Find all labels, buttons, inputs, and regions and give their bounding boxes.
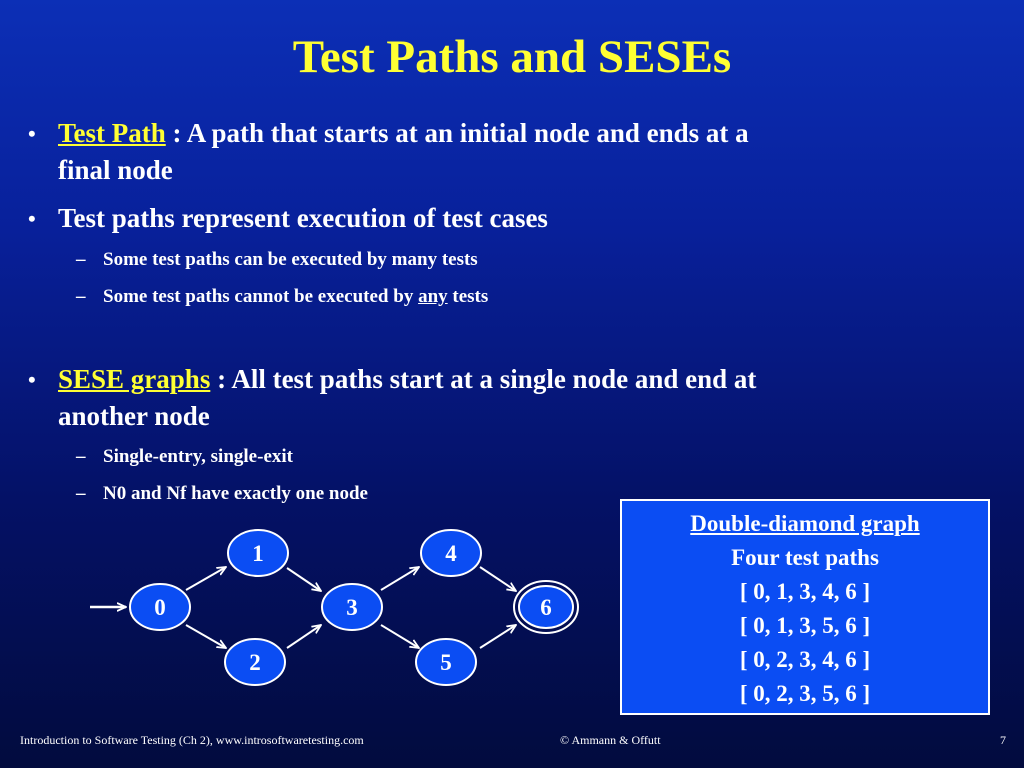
node-6: 6	[513, 580, 579, 634]
edge-0-1	[185, 567, 226, 591]
subbullet-n0-nf: – N0 and Nf have exactly one node	[76, 481, 953, 507]
footer-source: Introduction to Software Testing (Ch 2),…	[20, 733, 364, 747]
svg-text:2: 2	[249, 650, 261, 675]
edge-3-5	[380, 624, 419, 648]
test-path-item: [ 0, 2, 3, 4, 6 ]	[739, 647, 871, 672]
svg-text:1: 1	[252, 541, 264, 566]
subbullet-text-after: tests	[447, 286, 489, 307]
svg-text:6: 6	[540, 595, 552, 620]
bullet-marker: •	[28, 367, 36, 392]
bullet-marker: •	[28, 121, 36, 146]
subbullet-text: Single-entry, single-exit	[103, 446, 293, 467]
subbullet-single-entry: – Single-entry, single-exit	[76, 444, 953, 470]
subbullet-marker: –	[76, 286, 86, 307]
edge-5-6	[479, 625, 516, 649]
page-number: 7	[1000, 733, 1006, 747]
bullet-marker: •	[28, 206, 36, 231]
test-path-item: [ 0, 1, 3, 5, 6 ]	[739, 613, 871, 638]
edge-1-3	[286, 567, 321, 591]
test-path-item: [ 0, 1, 3, 4, 6 ]	[739, 579, 871, 604]
edge-3-4	[380, 567, 419, 591]
bullet-text: Test paths represent execution of test c…	[58, 203, 548, 233]
bullet-test-path: • Test Path : A path that starts at an i…	[28, 115, 978, 189]
bullet-text: : A path that starts at an initial node …	[165, 118, 749, 148]
svg-text:5: 5	[440, 650, 452, 675]
edge-4-6	[479, 566, 516, 591]
subbullet-marker: –	[76, 249, 86, 270]
box-subheading: Four test paths	[731, 545, 879, 570]
node-3: 3	[321, 583, 383, 631]
subbullet-emph: any	[418, 286, 448, 307]
subbullet-any-tests: – Some test paths cannot be executed by …	[76, 284, 953, 310]
subbullet-marker: –	[76, 446, 86, 467]
footer-copyright: © Ammann & Offutt	[560, 733, 661, 747]
subbullet-marker: –	[76, 483, 86, 504]
svg-text:3: 3	[346, 595, 358, 620]
node-5: 5	[415, 638, 477, 686]
bullet-text: : All test paths start at a single node …	[210, 364, 757, 394]
subbullet-text: Some test paths can be executed by many …	[103, 249, 478, 270]
svg-text:0: 0	[154, 595, 166, 620]
svg-text:4: 4	[445, 541, 457, 566]
term-sese-graphs: SESE graphs	[58, 364, 211, 394]
node-4: 4	[420, 529, 482, 577]
test-paths-box: Double-diamond graph Four test paths [ 0…	[620, 499, 990, 715]
node-0: 0	[129, 583, 191, 631]
edge-2-3	[286, 625, 321, 649]
subbullet-text: N0 and Nf have exactly one node	[103, 483, 368, 504]
subbullet-text-before: Some test paths cannot be executed by	[103, 286, 419, 307]
bullet-test-paths-execution: • Test paths represent execution of test…	[28, 200, 978, 237]
edge-0-2	[185, 624, 226, 648]
bullet-sese-graphs: • SESE graphs : All test paths start at …	[28, 361, 978, 435]
slide-title: Test Paths and SESEs	[292, 31, 732, 83]
test-path-item: [ 0, 2, 3, 5, 6 ]	[739, 681, 871, 706]
node-1: 1	[227, 529, 289, 577]
bullet-text-cont: another node	[58, 401, 210, 431]
node-2: 2	[224, 638, 286, 686]
term-test-path: Test Path	[58, 118, 166, 148]
box-heading: Double-diamond graph	[690, 511, 920, 536]
bullet-text-cont: final node	[58, 155, 173, 185]
subbullet-many-tests: – Some test paths can be executed by man…	[76, 247, 953, 273]
